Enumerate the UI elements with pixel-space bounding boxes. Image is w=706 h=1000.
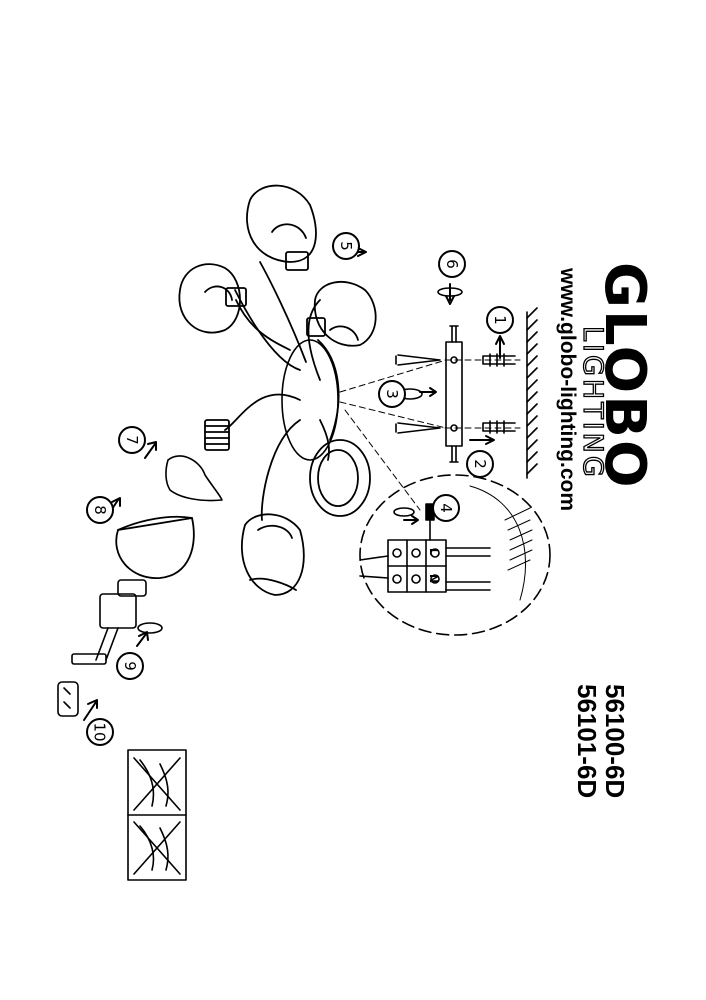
wall-hatching: [526, 307, 538, 479]
step-number: 10: [86, 718, 114, 746]
warning-box: [127, 749, 187, 881]
wall-plugs: [482, 353, 516, 434]
glass-shades: [115, 184, 377, 596]
step-number: 1: [486, 306, 514, 334]
decor-panel: [165, 455, 223, 502]
terminal-label-l: L: [427, 548, 440, 556]
mounting-screws: [395, 354, 441, 434]
step-number: 9: [116, 652, 144, 680]
alignment-lines: [339, 359, 521, 511]
step-arrows: [83, 247, 505, 721]
step-number: 2: [466, 450, 494, 478]
model-number: 56100-6D: [600, 684, 630, 799]
step-number: 6: [438, 250, 466, 278]
lamp-arms: [224, 261, 340, 521]
socket-parts: [57, 579, 147, 717]
model-number: 56101-6D: [572, 684, 602, 799]
step-number: 4: [432, 494, 460, 522]
brand-url: www.globo-lighting.com: [556, 268, 579, 512]
step-number: 5: [332, 232, 360, 260]
mounting-bracket: [445, 325, 463, 463]
terminal-label-n: N: [427, 574, 440, 584]
step-number: 7: [118, 426, 146, 454]
step-number: 3: [378, 380, 406, 408]
step-number: 8: [86, 496, 114, 524]
brand-subtitle: LIGHTING: [576, 325, 608, 480]
